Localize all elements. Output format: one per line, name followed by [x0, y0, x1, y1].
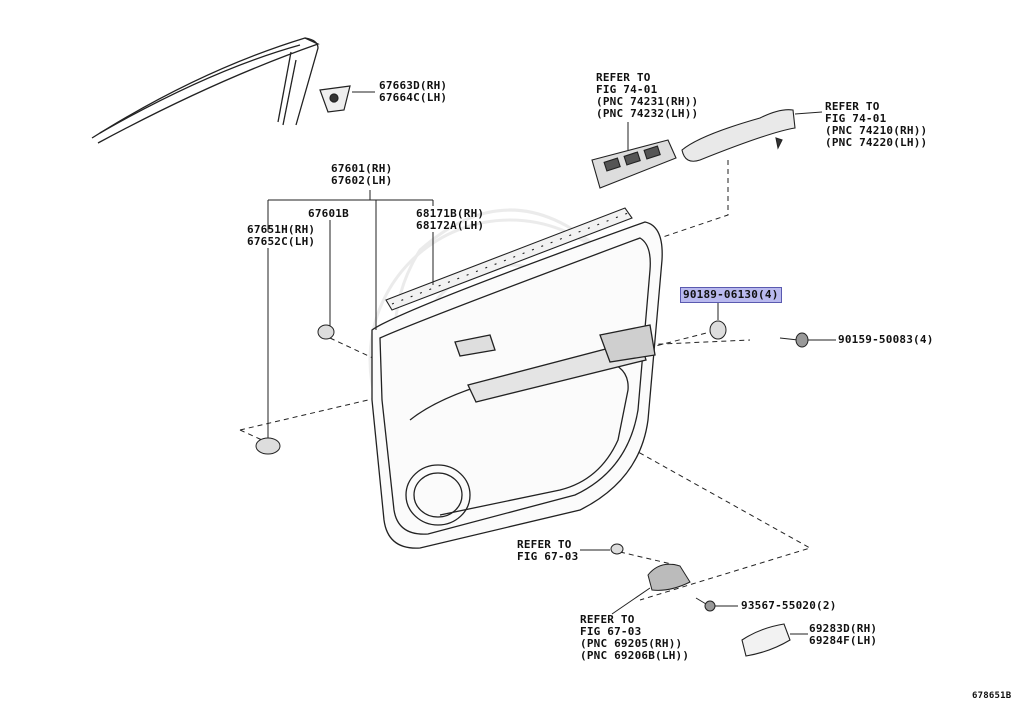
screw2-part: [695, 597, 716, 612]
highlighted-part-number[interactable]: 90189-06130(4): [680, 287, 782, 303]
label-line: (PNC 69205(RH)): [580, 637, 683, 650]
label-armrest-ref: REFER TO FIG 74-01 (PNC 74210(RH)) (PNC …: [825, 101, 927, 149]
label-screw: 90159-50083(4): [838, 334, 934, 346]
inside-handle-part: [647, 563, 691, 591]
switch-panel-part: [591, 139, 677, 189]
label-line: (PNC 74231(RH)): [596, 95, 699, 108]
label-line: 68171B(RH): [416, 207, 485, 220]
label-line: FIG 74-01: [825, 112, 887, 125]
label-clip-ref: REFER TO FIG 67-03: [517, 539, 578, 563]
weatherstrip-part: [385, 207, 633, 311]
label-switch-ref: REFER TO FIG 74-01 (PNC 74231(RH)) (PNC …: [596, 72, 698, 120]
figure-id: 678651B: [972, 690, 1011, 702]
label-line: 69283D(RH): [809, 622, 878, 635]
door-trim-board: [371, 221, 663, 549]
label-line: REFER TO: [825, 100, 880, 113]
label-line: (PNC 74220(LH)): [825, 136, 928, 149]
label-line: 90159-50083(4): [838, 333, 934, 346]
label-line: (PNC 69206B(LH)): [580, 649, 690, 662]
handle-ref-leader: [611, 587, 651, 615]
label-line: FIG 67-03: [580, 625, 642, 638]
bezel-part: [741, 623, 791, 657]
clip-parts: [255, 320, 727, 555]
label-line: 69284F(LH): [809, 634, 878, 647]
label-line: 67651H(RH): [247, 223, 316, 236]
label-board: 67601(RH) 67602(LH): [331, 163, 392, 187]
label-screw2: 93567-55020(2): [741, 600, 837, 612]
label-line: 67602(LH): [331, 174, 393, 187]
label-line: 67601(RH): [331, 162, 393, 175]
label-line: (PNC 74232(LH)): [596, 107, 699, 120]
label-line: REFER TO: [596, 71, 651, 84]
label-line: REFER TO: [580, 613, 635, 626]
armrest-ref-leader: [794, 111, 823, 115]
window-frame: [91, 37, 320, 144]
label-line: FIG 74-01: [596, 83, 658, 96]
board-leader-tree: [267, 190, 434, 438]
label-grommet: 67651H(RH) 67652C(LH): [247, 224, 315, 248]
label-line: (PNC 74210(RH)): [825, 124, 928, 137]
label-line: 67663D(RH): [379, 79, 448, 92]
label-weatherstrip: 68171B(RH) 68172A(LH): [416, 208, 484, 232]
label-line: 90189-06130(4): [683, 288, 779, 301]
label-bezel: 69283D(RH) 69284F(LH): [809, 623, 877, 647]
label-mirror-cover: 67663D(RH) 67664C(LH): [379, 80, 447, 104]
armrest-part: [681, 109, 796, 162]
label-line: FIG 67-03: [517, 550, 579, 563]
label-line: 67664C(LH): [379, 91, 448, 104]
mirror-cover-part: [319, 85, 351, 113]
label-line: 67601B: [308, 207, 349, 220]
screw-part: [779, 332, 809, 348]
label-handle-ref: REFER TO FIG 67-03 (PNC 69205(RH)) (PNC …: [580, 614, 689, 662]
label-line: 678651B: [972, 691, 1012, 701]
label-line: 67652C(LH): [247, 235, 316, 248]
label-board-b: 67601B: [308, 208, 349, 220]
label-line: 68172A(LH): [416, 219, 485, 232]
label-line: 93567-55020(2): [741, 599, 837, 612]
label-line: REFER TO: [517, 538, 572, 551]
